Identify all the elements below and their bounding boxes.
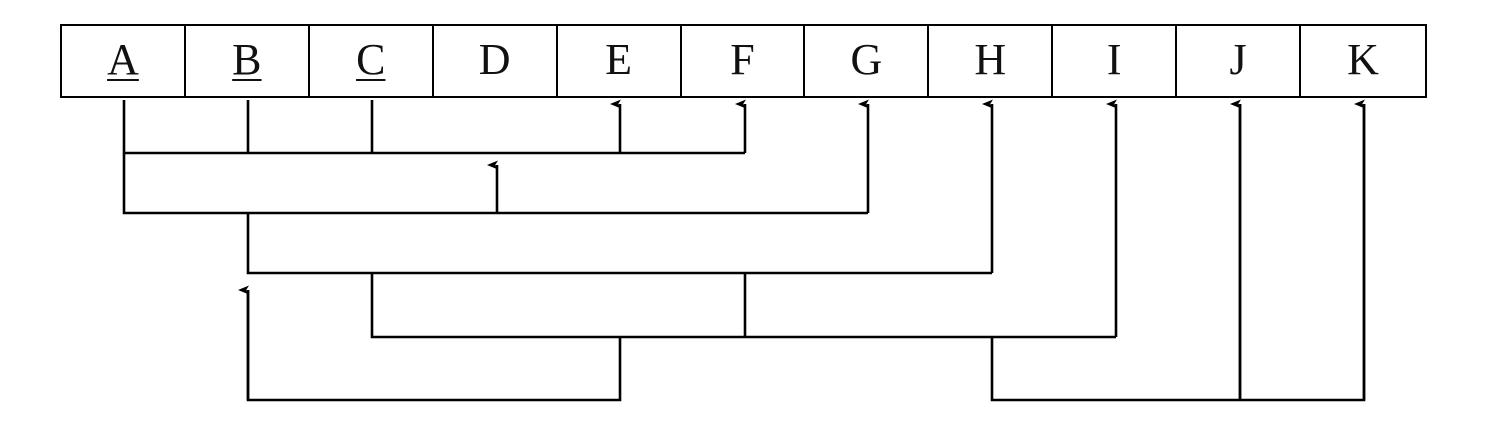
tape-cell-label: H	[974, 35, 1007, 84]
bus-level-3	[246, 213, 992, 275]
tape-cell-label: J	[1229, 35, 1247, 84]
tape-row: A B C D E F G H I J K	[60, 24, 1427, 98]
tape-cell-c[interactable]: C	[309, 26, 434, 96]
tape-cell-d[interactable]: D	[433, 26, 558, 96]
tape-cell-label: F	[730, 35, 755, 84]
tape-cell-label: B	[232, 35, 262, 84]
bus-level-5-right	[990, 104, 1366, 402]
tape-cell-label: E	[605, 35, 633, 84]
tape-cell-k[interactable]: K	[1301, 26, 1425, 96]
bus-level-5-left	[246, 290, 622, 402]
tape-cell-label: I	[1106, 35, 1122, 84]
tape-cell-i[interactable]: I	[1053, 26, 1178, 96]
tape-cell-label: G	[850, 35, 883, 84]
tape-cell-label: A	[107, 35, 139, 84]
tape-cell-g[interactable]: G	[805, 26, 930, 96]
tape-cell-label: D	[478, 35, 511, 84]
tape-cell-a[interactable]: A	[62, 26, 186, 96]
tape-cell-h[interactable]: H	[929, 26, 1054, 96]
connector-arrows	[238, 99, 1366, 400]
tape-cell-label: K	[1347, 35, 1379, 84]
bus-level-2	[122, 153, 868, 215]
tape-cell-f[interactable]: F	[681, 26, 806, 96]
tape-cell-label: C	[356, 35, 386, 84]
bus-level-4	[370, 273, 1116, 339]
tape-cell-b[interactable]: B	[185, 26, 310, 96]
tape-cell-e[interactable]: E	[557, 26, 682, 96]
bus-level-1	[122, 100, 745, 155]
tape-cell-j[interactable]: J	[1177, 26, 1302, 96]
